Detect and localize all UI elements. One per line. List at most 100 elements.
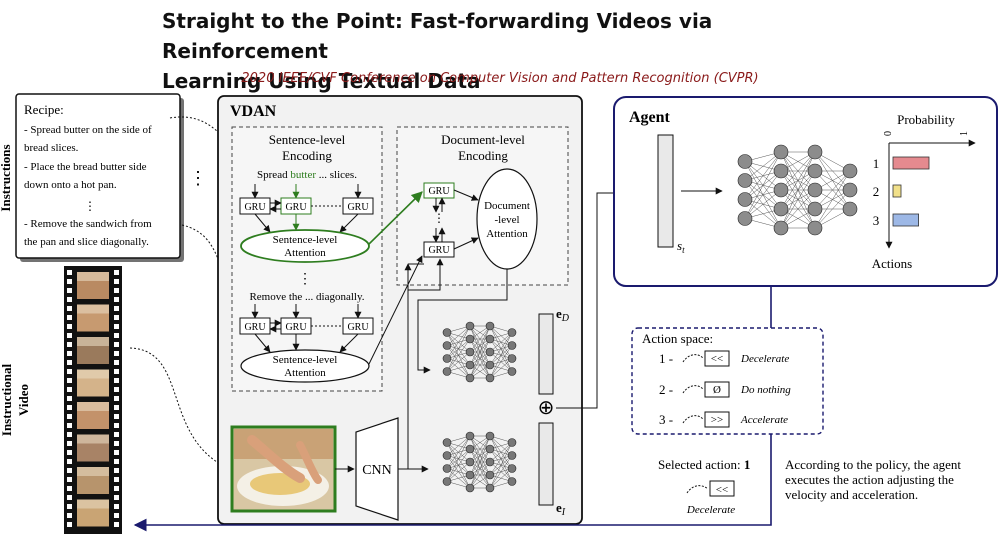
film-hole	[67, 369, 72, 374]
net-node	[842, 201, 858, 217]
net-node	[465, 470, 475, 480]
probability-bar-3	[892, 213, 920, 227]
net-edge	[446, 351, 471, 372]
selected-action-name: Decelerate	[686, 504, 735, 516]
svg-text:⋮: ⋮	[433, 211, 445, 225]
agent-label: Agent	[629, 109, 671, 126]
net-edge	[469, 435, 491, 476]
action-num-1: 1 -	[659, 351, 673, 366]
net-edge	[744, 151, 782, 181]
film-frame-highlight	[77, 499, 109, 509]
action-tick-2: 2	[873, 184, 880, 199]
film-hole	[67, 288, 72, 293]
net-node	[773, 220, 789, 236]
recipe-line-2: bread slices.	[24, 142, 79, 154]
film-hole	[67, 396, 72, 401]
net-edge	[469, 435, 491, 463]
title-line-2: Learning Using Textual Data	[162, 69, 481, 93]
action-name-3: Accelerate	[740, 414, 788, 426]
selected-action-label: Selected action: 1	[658, 457, 750, 472]
sentence-attention-2	[240, 349, 370, 383]
net-node	[485, 334, 495, 344]
film-hole	[114, 324, 119, 329]
recipe-line-5: - Remove the sandwich from	[24, 218, 152, 230]
film-frame-highlight	[77, 434, 109, 444]
net-edge	[446, 325, 471, 372]
film-hole	[114, 396, 119, 401]
sentence-1-text: Spread butter ... slices.	[257, 169, 357, 181]
action-name-2: Do nothing	[740, 384, 791, 396]
net-node	[507, 328, 517, 337]
net-edge	[469, 435, 491, 489]
net-edge	[469, 338, 491, 379]
net-node	[465, 360, 475, 370]
film-hole	[67, 468, 72, 473]
net-edge	[489, 442, 513, 476]
agent-panel	[613, 96, 998, 287]
net-node	[442, 354, 452, 363]
film-hole	[67, 459, 72, 464]
film-hole	[67, 504, 72, 509]
net-edge	[489, 332, 513, 366]
net-node	[465, 347, 475, 357]
action-glyph-1: <<	[711, 353, 723, 365]
net-node	[507, 438, 517, 447]
net-node	[507, 464, 517, 473]
net-edge	[489, 442, 513, 489]
net-node	[737, 192, 753, 207]
film-frame-highlight	[77, 467, 109, 476]
recipe-vdots: ⋮	[84, 199, 96, 213]
net-node	[807, 220, 823, 236]
svg-text:Attention: Attention	[284, 247, 326, 259]
probability-bar-1	[892, 156, 930, 170]
net-edge	[489, 358, 513, 379]
net-node	[485, 431, 495, 441]
action-tick-1: 1	[873, 156, 880, 171]
film-hole	[67, 315, 72, 320]
film-hole	[67, 513, 72, 518]
action-arrow-icon	[682, 385, 704, 394]
sent-att-2-to-doc-gru-arrow	[368, 255, 423, 365]
svg-text:GRU: GRU	[428, 245, 450, 256]
conference-name: 2020 IEEE/CVF Conference on Computer Vis…	[241, 71, 759, 86]
embedding-ei	[538, 422, 554, 506]
film-hole	[67, 486, 72, 491]
film-hole	[67, 360, 72, 365]
net-edge	[780, 151, 816, 229]
policy-text-1: According to the policy, the agent	[785, 457, 961, 472]
state-vector	[657, 134, 674, 248]
sentence-attention-1	[240, 229, 370, 263]
net-node	[485, 470, 495, 480]
net-node	[485, 483, 495, 493]
net-edge	[744, 170, 782, 219]
film-hole	[114, 522, 119, 527]
action-glyph-3: >>	[711, 414, 723, 426]
film-hole	[67, 342, 72, 347]
selected-action-glyph-box	[709, 480, 735, 497]
film-hole	[114, 351, 119, 356]
film-hole	[114, 270, 119, 275]
probability-bar-2	[892, 184, 902, 198]
net-edge	[489, 332, 513, 353]
embedding-ed-label: eD	[556, 306, 570, 324]
sentence-vdots: ⋮	[298, 272, 312, 287]
film-hole	[67, 495, 72, 500]
net-edge	[780, 151, 816, 191]
net-node	[465, 373, 475, 383]
svg-text:GRU: GRU	[244, 202, 266, 213]
film-hole	[67, 441, 72, 446]
film-hole	[114, 513, 119, 518]
vdan-label: VDAN	[230, 103, 277, 120]
net-node	[507, 341, 517, 350]
film-hole	[114, 342, 119, 347]
gru-row-2: GRU GRU GRU	[239, 304, 374, 353]
net-node	[485, 444, 495, 454]
action-glyph-box-3	[704, 411, 730, 428]
sentence-2-text: Remove the ... diagonally.	[249, 291, 364, 303]
film-hole	[67, 351, 72, 356]
recipe-to-sentence2-arrow	[181, 224, 241, 297]
film-hole	[67, 324, 72, 329]
net-edge	[489, 332, 513, 379]
prob-axis-one: 1	[959, 131, 970, 136]
